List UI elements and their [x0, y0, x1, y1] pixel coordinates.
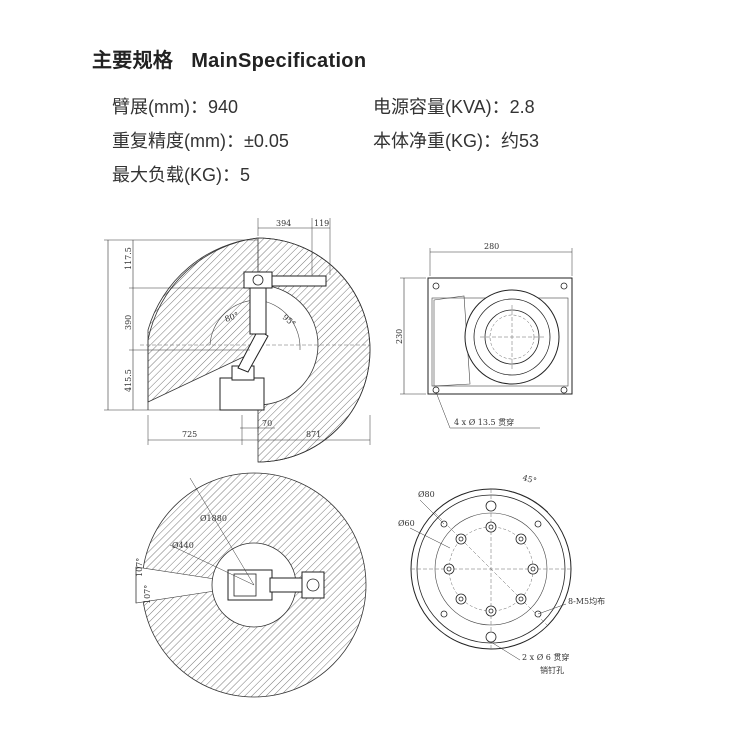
dim-390: 390: [124, 315, 133, 330]
dim-1880: Ø1880: [200, 514, 227, 523]
dim-440: Ø440: [172, 541, 194, 550]
dim-230: 230: [395, 329, 404, 344]
side-robot-base: [219, 377, 265, 411]
spec-repeatability: 重复精度(mm)：±0.05: [112, 131, 289, 151]
dim-80: Ø80: [418, 490, 435, 499]
side-view-drawing: 394 119 117.5 390 415.5 725 70 871 80° 9…: [104, 218, 371, 463]
dim-60: Ø60: [398, 519, 415, 528]
dim-117-5: 117.5: [124, 247, 133, 270]
spec-weight: 本体净重(KG)：约53: [373, 131, 540, 151]
dim-119: 119: [314, 219, 329, 228]
dim-871: 871: [306, 430, 321, 439]
dim-394: 394: [276, 219, 291, 228]
pin-note-2: 销钉孔: [540, 665, 564, 675]
angle-45: 45°: [521, 473, 537, 485]
title-cn: 主要规格: [92, 50, 174, 72]
title-en: MainSpecification: [191, 50, 367, 72]
spec-payload: 最大负载(KG)：5: [112, 165, 251, 185]
pin-note-1: 2 x Ø 6 贯穿: [522, 652, 569, 662]
dim-70: 70: [262, 419, 272, 428]
spec-reach: 臂展(mm)：940: [112, 97, 239, 117]
hole-note: 4 x Ø 13.5 贯穿: [454, 417, 514, 427]
angle-107-b: 107°: [143, 585, 152, 604]
angle-107-a: 107°: [135, 558, 144, 577]
dim-415-5: 415.5: [124, 369, 133, 392]
m5-note: 8-M5均布: [568, 596, 605, 606]
spec-power: 电源容量(KVA)：2.8: [373, 97, 535, 117]
top-view-drawing: Ø1880 Ø440 107° 107°: [135, 472, 367, 698]
section-title: 主要规格 MainSpecification: [92, 44, 366, 73]
dim-280: 280: [484, 242, 499, 251]
flange-view-drawing: Ø80 Ø60 45° 8-M5均布 2 x Ø 6 贯穿 销钉孔: [398, 473, 605, 675]
dim-725: 725: [182, 430, 197, 439]
base-view-drawing: 280 230 4 x Ø 13.5 贯穿: [395, 242, 573, 429]
